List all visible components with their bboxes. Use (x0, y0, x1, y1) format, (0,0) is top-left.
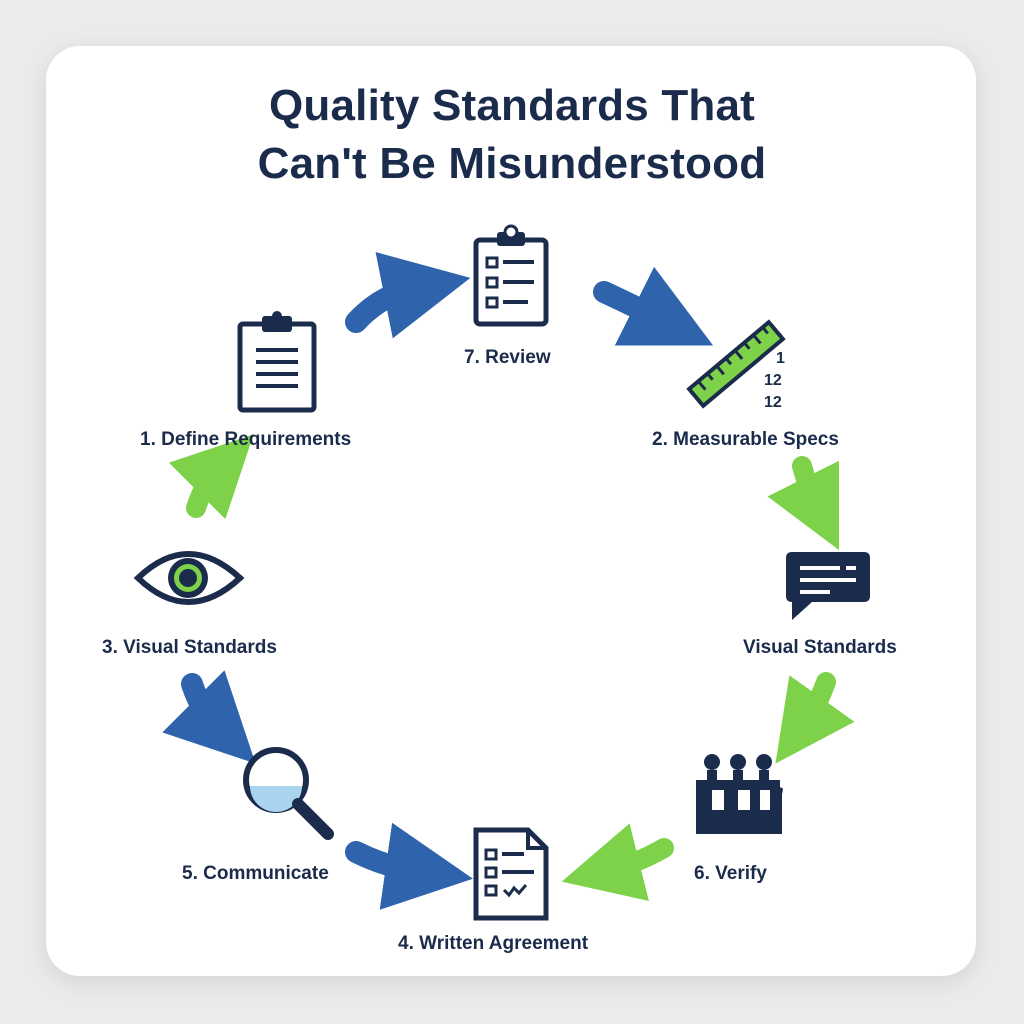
title-line-1: Quality Standards That (268, 81, 756, 130)
chat-bubble-icon (786, 552, 870, 620)
arrow-review-to-measurable (593, 266, 714, 346)
arrow-verify-to-written (561, 823, 674, 901)
arrow-visual-to-communicate (162, 670, 256, 764)
step-label-review: 7. Review (464, 347, 551, 368)
step-label-written-agreement: 4. Written Agreement (398, 933, 589, 954)
magnifier-icon (243, 747, 334, 840)
step-label-verify: 6. Verify (694, 863, 767, 884)
ruler-number-1: 1 (776, 350, 785, 367)
arrow-communicate-to-written (345, 822, 473, 910)
ruler-number-2: 12 (764, 372, 782, 389)
clipboard-icon (237, 311, 317, 413)
arrow-visual-to-verify (775, 672, 855, 764)
step-label-measurable-specs: 2. Measurable Specs (652, 429, 839, 450)
step-label-visual-standards-left: 3. Visual Standards (102, 637, 277, 658)
ruler-number-3: 12 (764, 394, 782, 411)
step-label-define-requirements: 1. Define Requirements (140, 429, 352, 450)
arrow-visual-to-define (168, 434, 254, 520)
step-label-communicate: 5. Communicate (182, 863, 329, 884)
arrow-define-to-review (345, 252, 471, 339)
factory-icon (696, 754, 783, 834)
arrow-measurable-to-visual (767, 456, 840, 551)
checklist-clipboard-icon (473, 224, 549, 327)
document-checklist-icon (473, 827, 549, 921)
title-line-2: Can't Be Misunderstood (257, 139, 767, 188)
ruler-icon (686, 319, 786, 409)
eye-icon (133, 551, 245, 605)
step-label-visual-standards-right: Visual Standards (743, 637, 897, 658)
